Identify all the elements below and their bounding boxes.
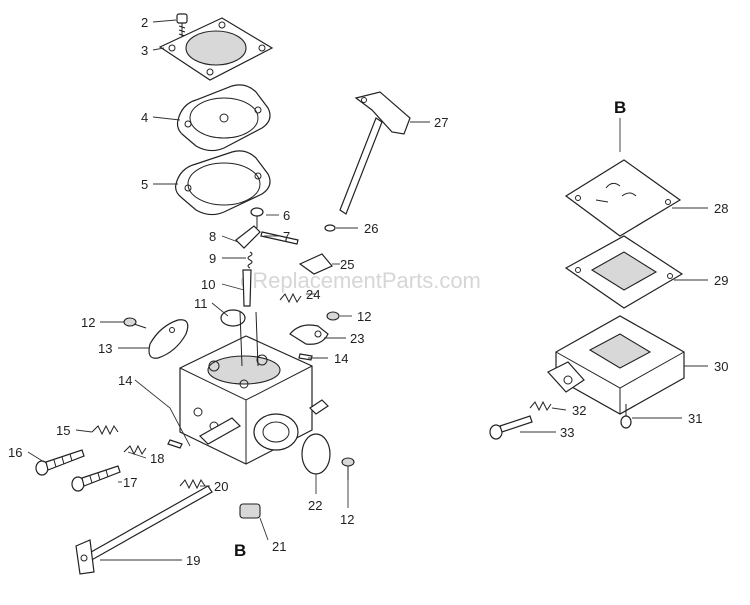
callout-18: 18: [150, 451, 164, 466]
part-4-diaphragm: [176, 84, 271, 152]
part-9-spring: [247, 251, 253, 269]
part-32-spring: [529, 400, 552, 412]
part-11-disc: [220, 309, 246, 327]
callout-29: 29: [714, 273, 728, 288]
part-28-gasket: [564, 159, 682, 237]
callout-24: 24: [306, 287, 320, 302]
part-13-plate: [148, 319, 189, 359]
part-21-filter: [239, 503, 261, 519]
callout-27: 27: [434, 115, 448, 130]
callout-12-left: 12: [81, 315, 95, 330]
part-7-pin: [260, 231, 299, 245]
callout-20: 20: [214, 479, 228, 494]
callout-14-left: 14: [118, 373, 132, 388]
part-23-lever: [289, 324, 329, 345]
callout-31: 31: [688, 411, 702, 426]
callout-16: 16: [8, 445, 22, 460]
callout-14-right: 14: [334, 351, 348, 366]
part-33-screw: [489, 415, 533, 440]
part-2-screw: [176, 13, 188, 38]
part-12-screw-bottom: [341, 457, 355, 480]
part-15-spring: [91, 424, 119, 436]
callout-28: 28: [714, 201, 728, 216]
callout-17: 17: [123, 475, 137, 490]
part-25-lever: [298, 253, 333, 275]
callout-12-bottom: 12: [340, 512, 354, 527]
reference-b-right: B: [614, 98, 626, 117]
part-14-pin-left: [167, 439, 183, 449]
callout-13: 13: [98, 341, 112, 356]
part-24-spring: [279, 292, 302, 304]
callout-22: 22: [308, 498, 322, 513]
callout-12-right: 12: [357, 309, 371, 324]
part-18-spring: [123, 444, 147, 456]
part-10-needle: [242, 269, 252, 307]
part-3-cover: [158, 17, 274, 81]
callout-2: 2: [141, 15, 148, 30]
part-29-gasket: [564, 235, 684, 309]
callout-8: 8: [209, 229, 216, 244]
callout-30: 30: [714, 359, 728, 374]
watermark: eReplacementParts.com: [240, 268, 481, 293]
callout-labels: 2 3 4 5 6 7 8 9 10 11 12 12 12 13 14 14 …: [8, 15, 728, 568]
callout-21: 21: [272, 539, 286, 554]
callout-5: 5: [141, 177, 148, 192]
part-19-shaft: [75, 485, 213, 575]
part-30-pump-body: [547, 315, 685, 415]
callout-25: 25: [340, 257, 354, 272]
callout-4: 4: [141, 110, 148, 125]
leader-lines: [27, 19, 708, 561]
callout-15: 15: [56, 423, 70, 438]
part-27-shaft: [339, 91, 411, 215]
callout-7: 7: [283, 229, 290, 244]
callout-33: 33: [560, 425, 574, 440]
callout-23: 23: [350, 331, 364, 346]
part-8-lever: [235, 225, 261, 249]
callout-10: 10: [201, 277, 215, 292]
callout-3: 3: [141, 43, 148, 58]
callout-9: 9: [209, 251, 216, 266]
callout-11: 11: [194, 296, 208, 311]
part-31-screw: [620, 404, 632, 429]
part-20-spring: [179, 478, 206, 490]
part-26-clip: [324, 224, 336, 232]
reference-b-left: B: [234, 541, 246, 560]
part-22-disc: [301, 433, 331, 475]
part-12-screw-right: [326, 311, 340, 321]
part-14-pin-right: [298, 353, 313, 361]
part-16-screw: [35, 449, 85, 476]
part-12-screw-left: [123, 317, 147, 329]
callout-26: 26: [364, 221, 378, 236]
carburetor-body: [179, 311, 329, 465]
part-6-screw: [250, 207, 264, 228]
part-5-gasket: [175, 150, 271, 216]
callout-6: 6: [283, 208, 290, 223]
callout-32: 32: [572, 403, 586, 418]
callout-19: 19: [186, 553, 200, 568]
part-17-screw: [71, 465, 121, 492]
